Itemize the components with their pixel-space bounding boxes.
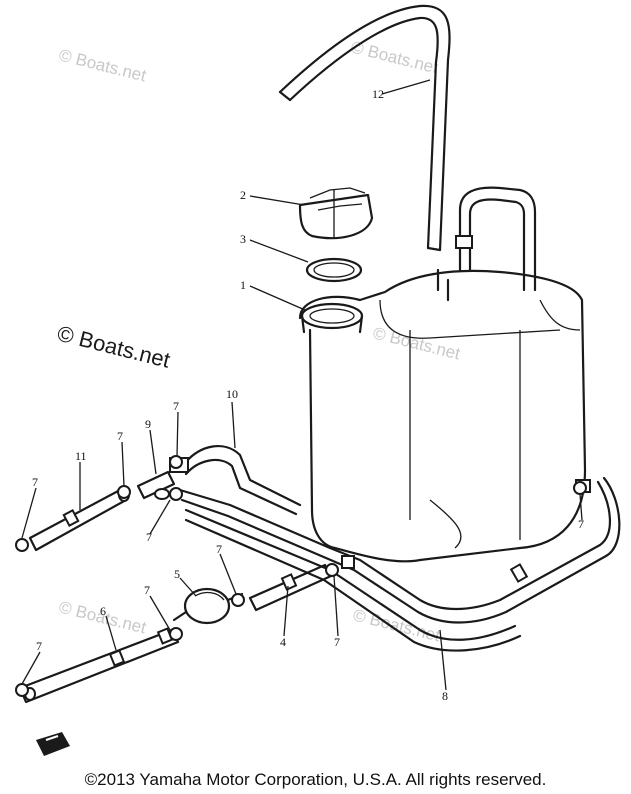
callout-12: 12 xyxy=(372,87,384,101)
forward-arrow-icon xyxy=(36,732,70,756)
callout-7-h: 7 xyxy=(334,635,340,649)
vent-hose xyxy=(278,4,451,252)
watermark-top-right: © Boats.net xyxy=(349,37,440,77)
callout-7-g: 7 xyxy=(36,639,42,653)
callout-11: 11 xyxy=(75,449,87,463)
outlet-hose xyxy=(169,445,302,516)
callout-4: 4 xyxy=(280,635,286,649)
hose-joint xyxy=(136,470,176,500)
callout-9: 9 xyxy=(145,417,151,431)
filler-neck xyxy=(300,302,364,334)
watermark-top-left: © Boats.net xyxy=(57,45,148,85)
copyright-notice: ©2013 Yamaha Motor Corporation, U.S.A. A… xyxy=(84,770,547,789)
callout-6: 6 xyxy=(100,604,106,618)
callout-10: 10 xyxy=(226,387,238,401)
callout-3: 3 xyxy=(240,232,246,246)
callout-5: 5 xyxy=(174,567,180,581)
callout-2: 2 xyxy=(240,188,246,202)
callout-7-d: 7 xyxy=(146,530,152,544)
watermark-lower-right: © Boats.net xyxy=(351,605,442,645)
leader-lines xyxy=(21,79,583,691)
cap-gasket xyxy=(305,257,363,283)
watermark-tank-center: © Boats.net xyxy=(371,323,462,363)
callout-7-a: 7 xyxy=(173,399,179,413)
callout-7-e: 7 xyxy=(216,542,222,556)
callout-7-b: 7 xyxy=(117,429,123,443)
lower-hose xyxy=(18,627,180,704)
vent-pipe xyxy=(436,186,537,302)
callout-8: 8 xyxy=(442,689,448,703)
fuel-tank xyxy=(298,269,587,563)
watermark-middle-left: © Boats.net xyxy=(55,321,173,373)
callout-7-c: 7 xyxy=(32,475,38,489)
primer-bulb xyxy=(172,587,244,625)
callout-7-f: 7 xyxy=(144,583,150,597)
callout-7-i: 7 xyxy=(578,517,584,531)
filler-cap xyxy=(298,187,374,240)
callout-1: 1 xyxy=(240,278,246,292)
